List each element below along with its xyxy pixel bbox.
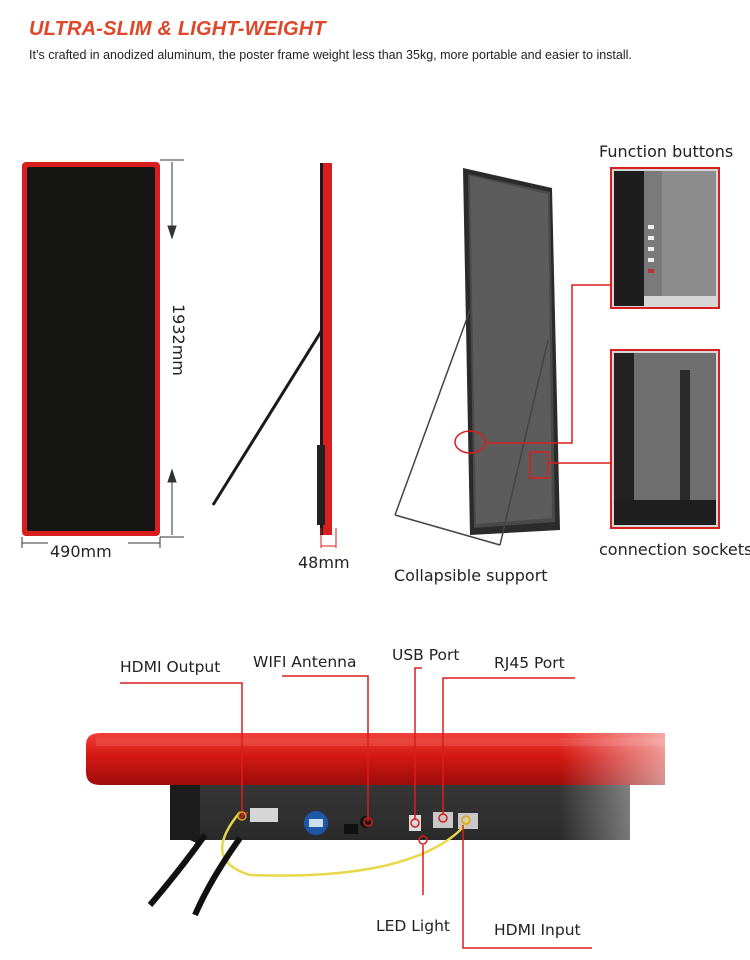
rj45-port-label: RJ45 Port	[494, 654, 565, 672]
width-dimension-line	[21, 537, 161, 548]
port-callout-lines	[120, 667, 592, 949]
height-dimension-line	[160, 159, 184, 538]
side-view	[211, 163, 332, 535]
callout-connectors	[485, 284, 611, 464]
hdmi-input-label: HDMI Input	[494, 921, 581, 939]
function-buttons-label: Function buttons	[599, 142, 734, 161]
hdmi-output-label: HDMI Output	[120, 658, 221, 676]
usb-port-label: USB Port	[392, 646, 460, 664]
function-buttons-zoom	[610, 167, 720, 309]
ports-detail	[86, 720, 750, 917]
depth-label: 48mm	[298, 553, 350, 572]
connection-sockets-label: connection sockets	[599, 540, 750, 559]
height-label: 1932mm	[169, 304, 188, 376]
led-light-label: LED Light	[376, 917, 450, 935]
page-subtitle: It’s crafted in anodized aluminum, the p…	[29, 48, 632, 62]
collapsible-support-label: Collapsible support	[394, 566, 548, 585]
perspective-view	[394, 168, 560, 546]
page-title: ULTRA-SLIM & LIGHT-WEIGHT	[29, 18, 326, 40]
depth-dimension-line	[320, 528, 337, 548]
width-label: 490mm	[50, 542, 112, 561]
wifi-antenna-label: WIFI Antenna	[253, 653, 357, 671]
connection-sockets-zoom	[610, 349, 720, 529]
front-view-panel	[22, 162, 160, 536]
